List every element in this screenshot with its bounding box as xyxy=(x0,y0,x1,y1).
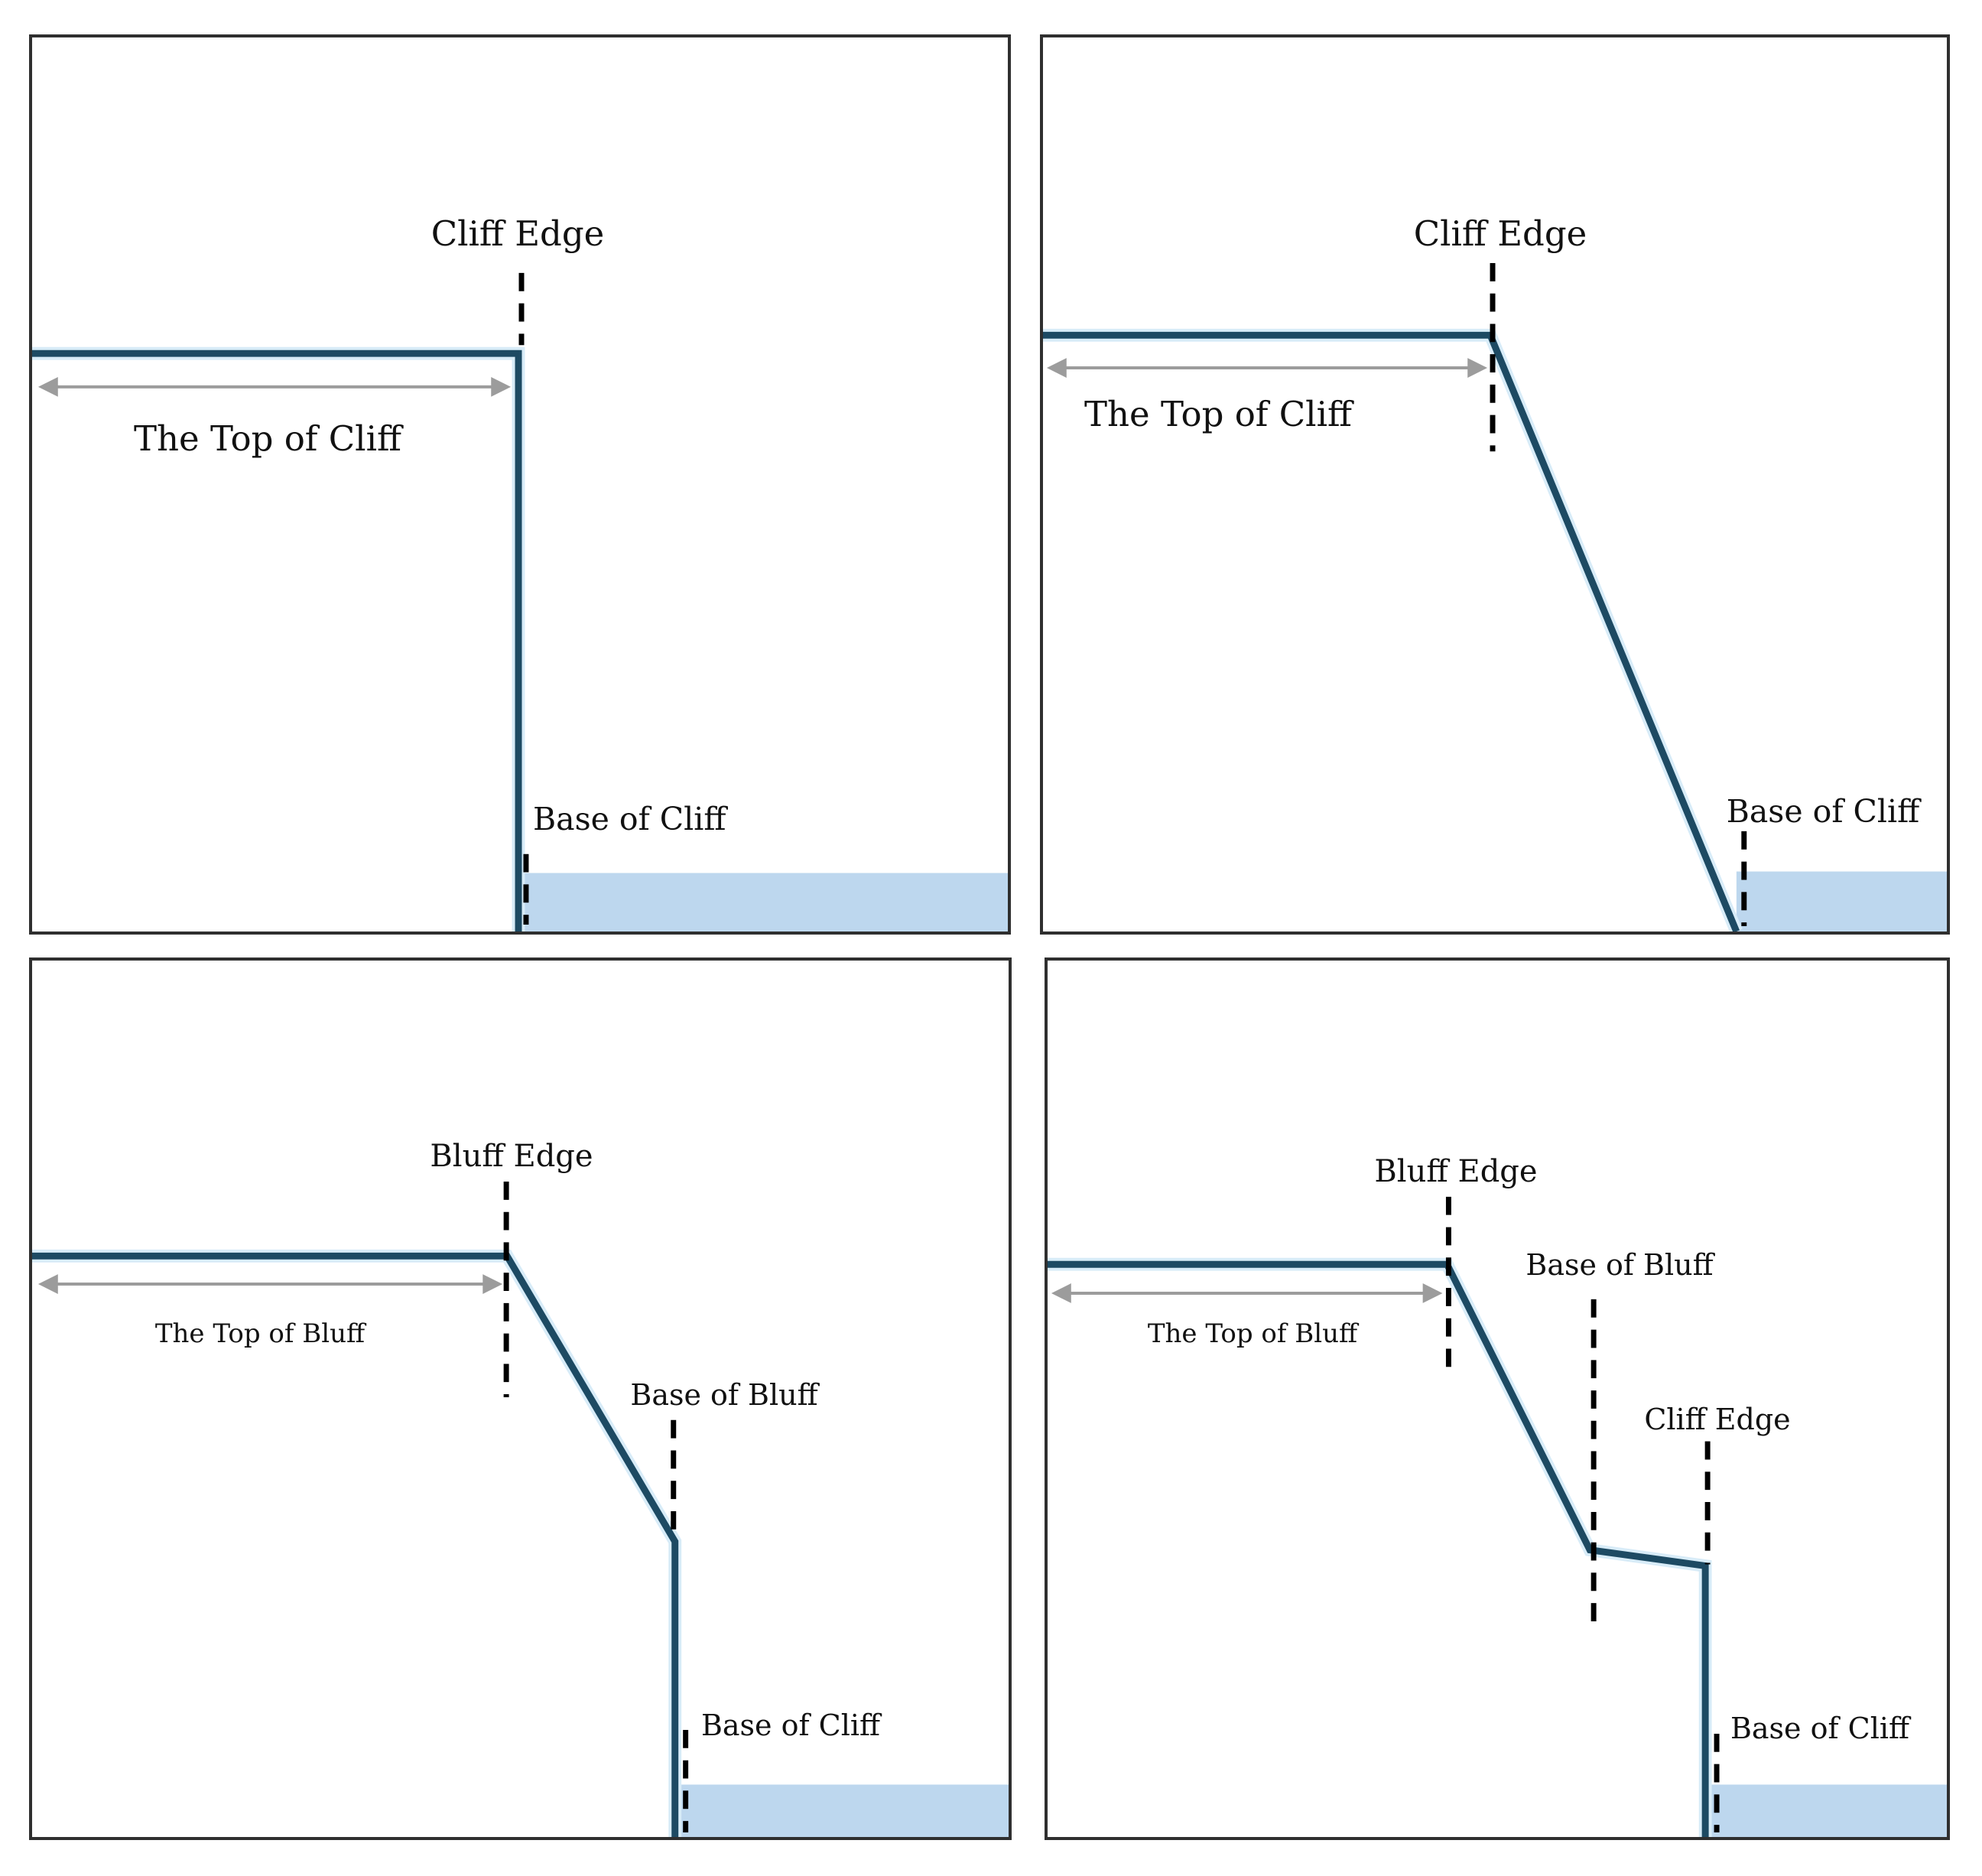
arrowhead-right-icon xyxy=(1467,358,1488,378)
panel-bottom-left-drawing xyxy=(32,1181,1009,1837)
bluff-edge-label: Bluff Edge xyxy=(430,1139,593,1174)
bluff-profile-line xyxy=(32,1252,679,1837)
top-of-bluff-label: The Top of Bluff xyxy=(154,1318,366,1349)
base-of-cliff-label: Base of Cliff xyxy=(533,801,726,837)
base-of-cliff-label: Base of Cliff xyxy=(700,1709,881,1742)
top-of-cliff-label: The Top of Cliff xyxy=(134,418,401,459)
base-of-cliff-label: Base of Cliff xyxy=(1730,1712,1910,1745)
arrowhead-right-icon xyxy=(1422,1283,1443,1303)
top-of-cliff-label: The Top of Cliff xyxy=(1084,394,1352,434)
base-of-bluff-label: Base of Bluff xyxy=(630,1378,818,1412)
arrowhead-left-icon xyxy=(37,1274,58,1294)
water-area xyxy=(518,873,1008,931)
cliff-profile-line xyxy=(32,350,522,931)
water-area xyxy=(1707,1784,1947,1837)
base-of-bluff-label: Base of Bluff xyxy=(1525,1248,1714,1282)
arrowhead-left-icon xyxy=(1051,1283,1071,1303)
panel-bottom-left-bluff-over-cliff: Bluff Edge The Top of Bluff Base of Bluf… xyxy=(29,958,1012,1840)
cliff-edge-label: Cliff Edge xyxy=(431,213,605,254)
bluff-edge-label: Bluff Edge xyxy=(1374,1154,1538,1189)
arrowhead-right-icon xyxy=(483,1274,503,1294)
panel-top-right-drawing xyxy=(1043,262,1947,931)
cliff-edge-label: Cliff Edge xyxy=(1644,1403,1791,1436)
bluff-cliff-profile-line xyxy=(1048,1260,1709,1837)
panel-top-left-vertical-cliff: Cliff Edge The Top of Cliff Base of Clif… xyxy=(29,34,1011,935)
panel-top-right-sloped-cliff: Cliff Edge The Top of Cliff Base of Clif… xyxy=(1040,34,1950,935)
base-of-cliff-label: Base of Cliff xyxy=(1726,793,1920,830)
water-area xyxy=(1736,871,1947,931)
panel-bottom-right-drawing xyxy=(1048,1196,1947,1837)
arrowhead-left-icon xyxy=(1046,358,1067,378)
arrowhead-right-icon xyxy=(491,376,512,397)
panel-bottom-right-bluff-bench-cliff: Bluff Edge Base of Bluff The Top of Bluf… xyxy=(1045,958,1950,1840)
top-of-bluff-label: The Top of Bluff xyxy=(1147,1318,1358,1349)
panel-top-left-drawing xyxy=(32,272,1008,931)
arrowhead-left-icon xyxy=(37,376,58,397)
water-area xyxy=(675,1784,1009,1837)
cliff-edge-label: Cliff Edge xyxy=(1413,213,1587,254)
